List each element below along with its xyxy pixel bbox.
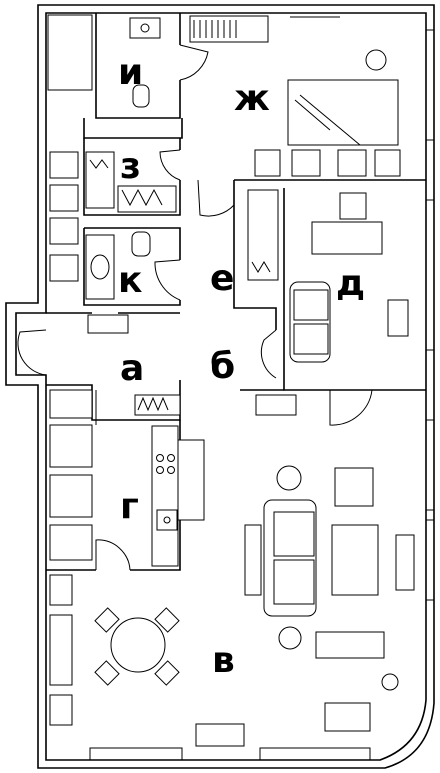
wardrobe-furniture — [49, 151, 177, 282]
kitchen-furniture — [49, 389, 205, 567]
corridor-furniture — [87, 189, 297, 416]
bedroom-furniture — [189, 15, 401, 177]
room-label-zh: ж — [234, 78, 270, 119]
room-label-g: г — [120, 486, 139, 527]
room-label-v: в — [212, 640, 235, 681]
room-label-e: е — [210, 258, 234, 299]
room-label-b: б — [210, 346, 235, 387]
room-label-i: и — [118, 52, 143, 93]
room-label-d: д — [336, 263, 365, 304]
living-furniture — [49, 465, 415, 747]
study-furniture — [289, 192, 409, 363]
room-label-k: к — [118, 260, 142, 301]
outer-walls — [5, 4, 435, 769]
bathroom-furniture — [85, 231, 151, 300]
room-labels: и ж з к е д а б г в — [118, 52, 365, 681]
interior-walls — [46, 13, 426, 571]
room-label-z: з — [120, 146, 141, 187]
doors — [17, 44, 373, 571]
room-label-a: а — [120, 348, 144, 389]
toilet-fixtures — [47, 14, 161, 108]
